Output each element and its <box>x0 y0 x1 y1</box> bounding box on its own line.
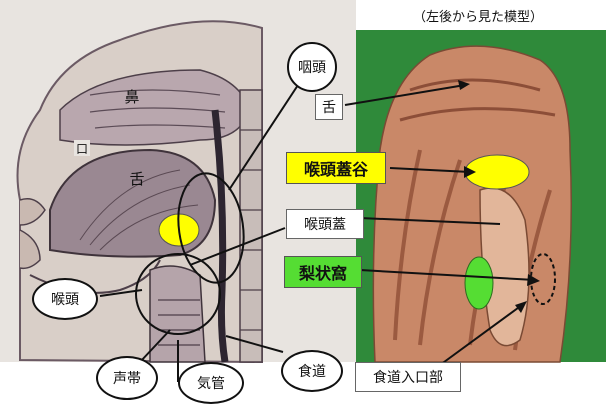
vallecula-label: 喉頭蓋谷 <box>286 152 386 184</box>
vocal-cord-label: 声帯 <box>96 356 158 400</box>
epiglottis-label: 喉頭蓋 <box>286 209 364 239</box>
tongue-left-label: 舌 <box>127 168 147 188</box>
model-caption: （左後から見た模型） <box>388 4 568 26</box>
esophageal-inlet-label: 食道入口部 <box>355 362 461 392</box>
trachea-label: 気管 <box>178 362 244 404</box>
piriform-sinus-label: 梨状窩 <box>284 256 362 288</box>
pharynx-label: 咽頭 <box>287 42 337 92</box>
piriform-highlight <box>465 257 493 309</box>
tongue-right-label: 舌 <box>315 94 343 120</box>
esophagus-label: 食道 <box>281 350 343 392</box>
mouth-label: 口 <box>74 140 90 156</box>
nose-label: 鼻 <box>122 86 142 106</box>
larynx-label: 喉頭 <box>32 278 98 320</box>
